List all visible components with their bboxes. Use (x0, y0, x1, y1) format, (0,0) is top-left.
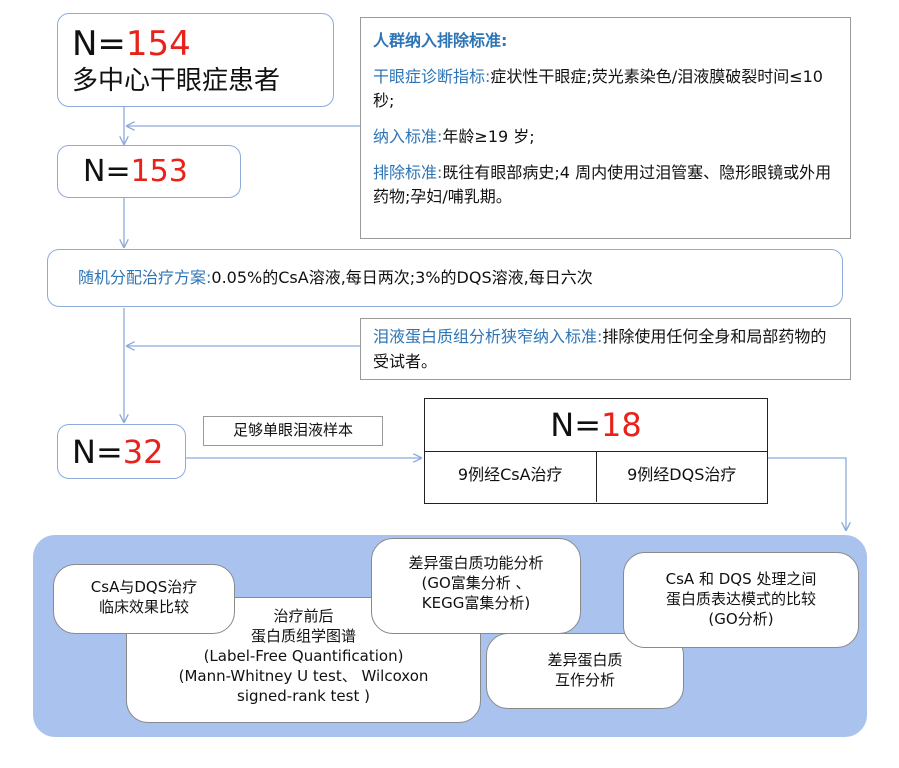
functional-line-3: KEGG富集分析) (421, 594, 531, 612)
n18-prefix: N= (550, 406, 602, 444)
n18-number: N=18 (425, 399, 767, 452)
functional-line-1: 差异蛋白质功能分析 (408, 554, 544, 572)
inclusion-label: 纳入标准: (373, 127, 443, 146)
interaction-line-1: 差异蛋白质 (547, 651, 623, 669)
sample-label: 足够单眼泪液样本 (232, 421, 353, 439)
proteomics-criteria-label: 泪液蛋白质组分析狭窄纳入标准: (373, 327, 603, 346)
n153-value: 153 (130, 154, 188, 189)
criteria-exclusion: 排除标准:既往有眼部病史;4 周内使用过泪管塞、隐形眼镜或外用药物;孕妇/哺乳期… (373, 161, 838, 209)
criteria-title: 人群纳入排除标准: (373, 31, 508, 50)
n153-prefix: N= (83, 154, 131, 189)
exclusion-label: 排除标准: (373, 163, 443, 182)
n32-value: 32 (122, 433, 164, 471)
randomization-box: 随机分配治疗方案:0.05%的CsA溶液,每日两次;3%的DQS溶液,每日六次 (47, 249, 843, 307)
profile-line-1: 治疗前后 (273, 607, 334, 625)
profile-line-2: 蛋白质组学图谱 (250, 627, 356, 645)
interaction-line-2: 互作分析 (554, 671, 615, 689)
criteria-diagnosis: 干眼症诊断指标:症状性干眼症;荧光素染色/泪液膜破裂时间≤10 秒; (373, 65, 838, 113)
criteria-inclusion: 纳入标准:年龄≥19 岁; (373, 125, 838, 149)
n32-prefix: N= (72, 433, 123, 471)
n154-subtitle: 多中心干眼症患者 (72, 66, 281, 96)
functional-line-2: (GO富集分析 、 (421, 574, 531, 592)
n154-value: 154 (125, 24, 191, 64)
box-n18: N=18 9例经CsA治疗 9例经DQS治疗 (424, 398, 768, 504)
n18-dqs-cell: 9例经DQS治疗 (627, 465, 737, 484)
profile-line-4: (Mann-Whitney U test、 Wilcoxon (178, 667, 429, 685)
n18-split-row: 9例经CsA治疗 9例经DQS治疗 (425, 452, 767, 502)
proteomics-criteria-text: 排除使用任何全身和局部药物的受试者。 (373, 327, 827, 371)
n154-number: N=154 (72, 24, 333, 64)
clinical-line-2: 临床效果比较 (98, 598, 189, 616)
comparison-line-1: CsA 和 DQS 处理之间 (665, 570, 817, 588)
randomization-text: 0.05%的CsA溶液,每日两次;3%的DQS溶液,每日六次 (211, 268, 593, 287)
diagnosis-text: 症状性干眼症;荧光素染色/泪液膜破裂时间≤10 秒; (373, 67, 823, 110)
clinical-line-1: CsA与DQS治疗 (90, 578, 198, 596)
comparison-line-2: 蛋白质表达模式的比较 (665, 590, 816, 608)
analysis-clinical: CsA与DQS治疗 临床效果比较 (53, 564, 235, 634)
n153-number: N=153 (83, 153, 240, 191)
line-18-to-analysis (768, 457, 846, 530)
comparison-line-3: (GO分析) (708, 610, 774, 628)
n154-prefix: N= (72, 24, 126, 64)
proteomics-criteria-box: 泪液蛋白质组分析狭窄纳入标准:排除使用任何全身和局部药物的受试者。 (360, 318, 851, 380)
n32-number: N=32 (72, 432, 185, 472)
box-n32: N=32 (57, 424, 186, 479)
profile-line-5: signed-rank test ) (237, 687, 370, 705)
analysis-comparison: CsA 和 DQS 处理之间 蛋白质表达模式的比较 (GO分析) (623, 552, 859, 648)
box-n154: N=154 多中心干眼症患者 (57, 13, 334, 107)
criteria-box: 人群纳入排除标准: 干眼症诊断指标:症状性干眼症;荧光素染色/泪液膜破裂时间≤1… (360, 17, 851, 239)
sample-label-box: 足够单眼泪液样本 (203, 416, 383, 446)
inclusion-text: 年龄≥19 岁; (442, 127, 535, 146)
box-n153: N=153 (57, 145, 241, 198)
exclusion-text: 既往有眼部病史;4 周内使用过泪管塞、隐形眼镜或外用药物;孕妇/哺乳期。 (373, 163, 832, 206)
n18-value: 18 (601, 406, 642, 444)
diagnosis-label: 干眼症诊断指标: (373, 67, 491, 86)
n18-csa-cell: 9例经CsA治疗 (425, 452, 597, 502)
analysis-functional: 差异蛋白质功能分析 (GO富集分析 、 KEGG富集分析) (371, 538, 581, 634)
profile-line-3: (Label-Free Quantification) (203, 647, 404, 665)
randomization-label: 随机分配治疗方案: (78, 268, 212, 287)
